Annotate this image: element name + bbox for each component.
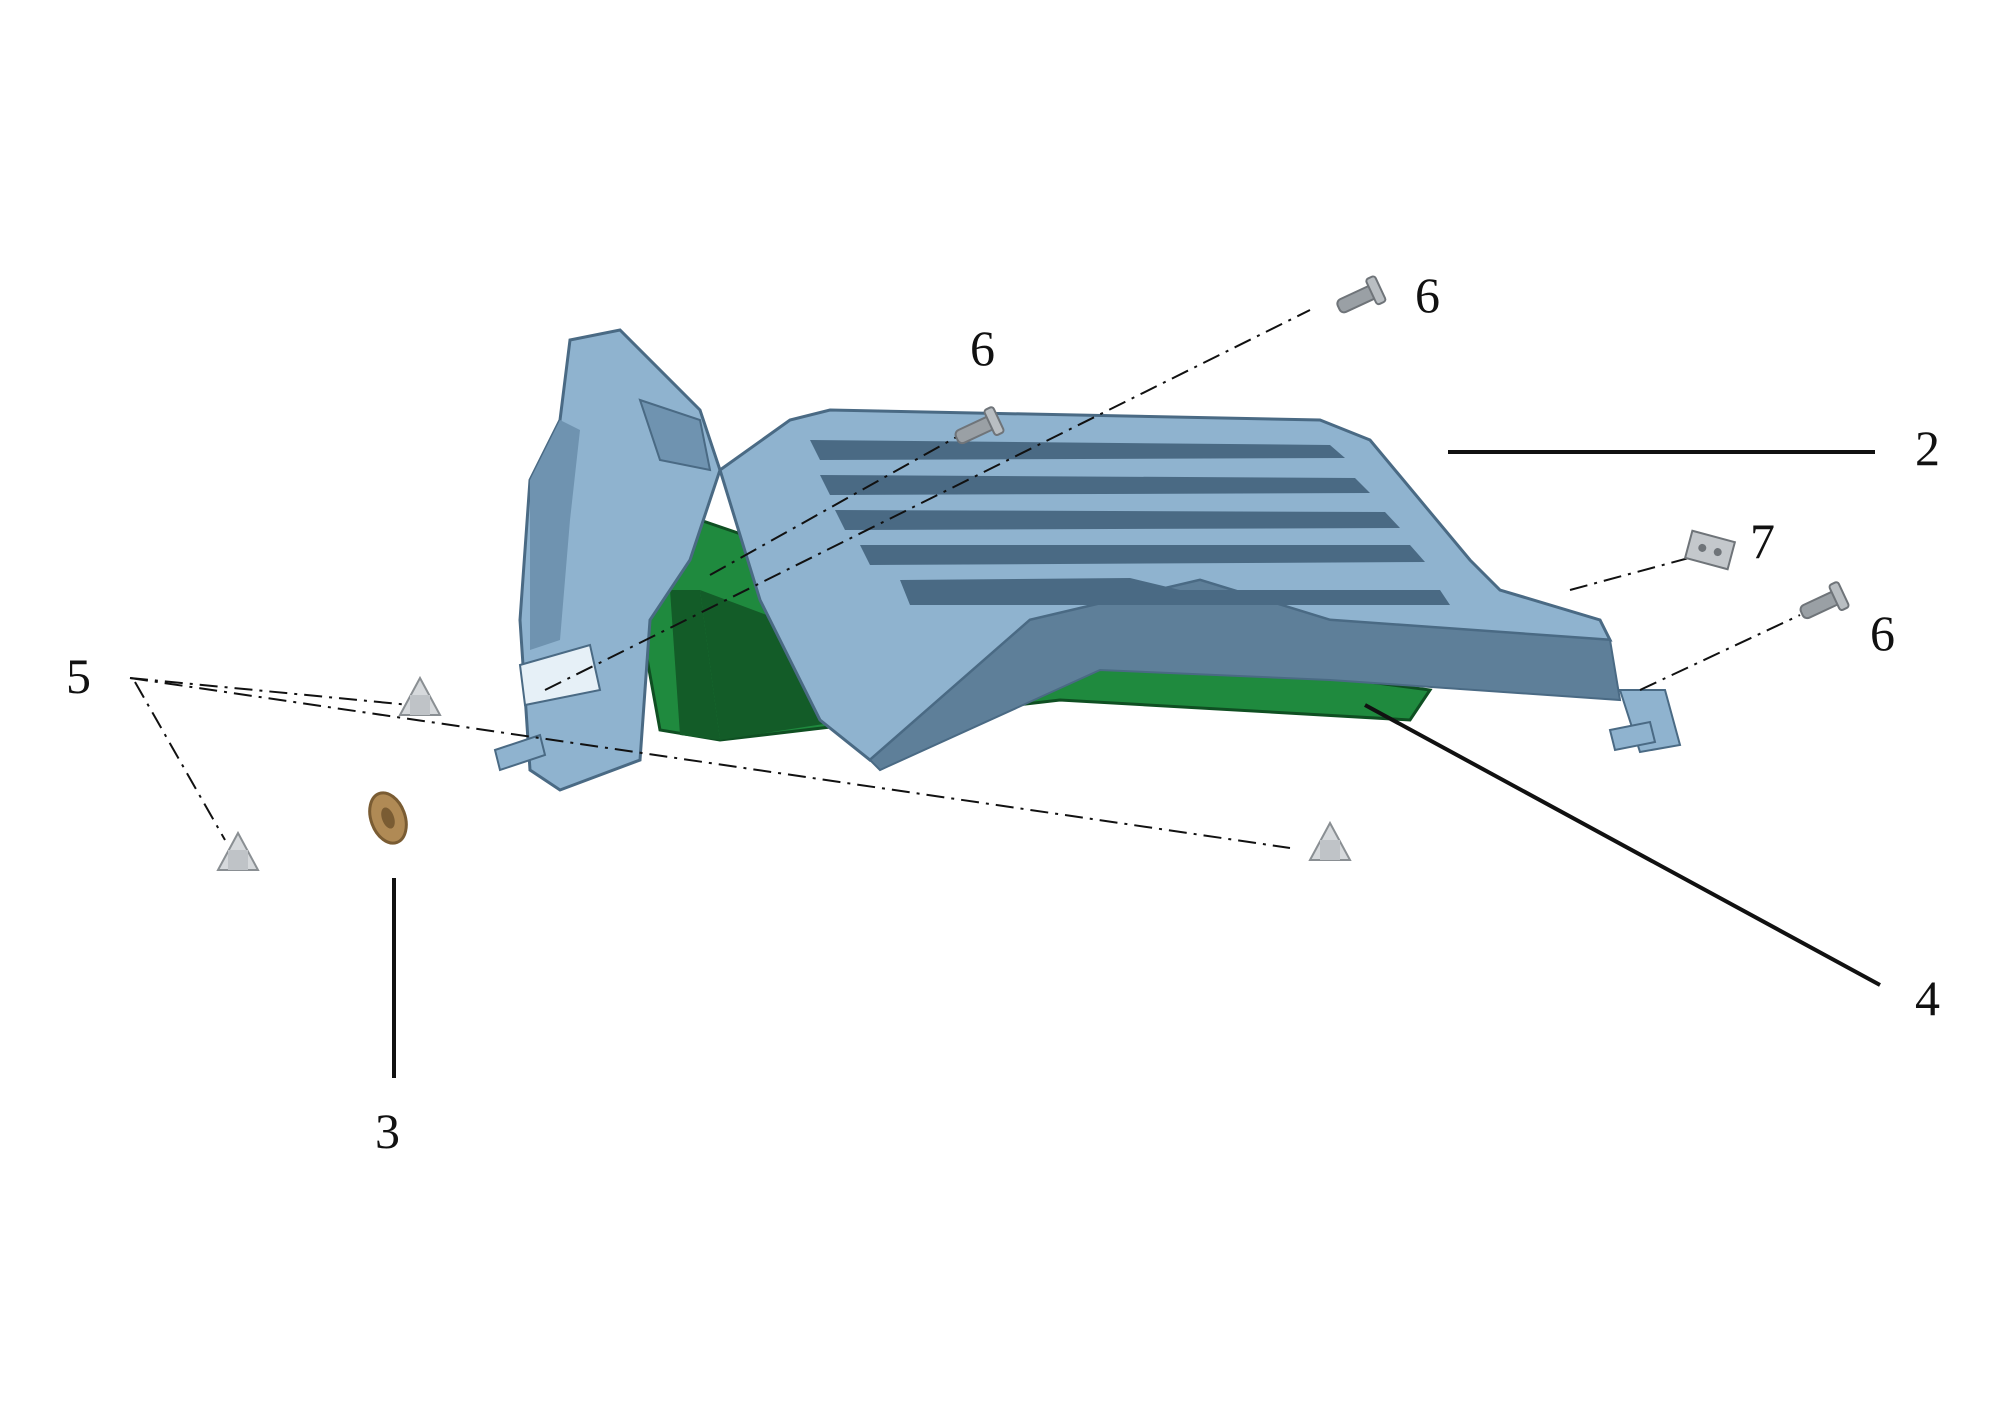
screw-icon (1799, 581, 1850, 620)
bracket-icon (1683, 529, 1737, 571)
leader-lines (392, 450, 1881, 1078)
callout-7: 7 (1750, 513, 1775, 569)
leader-line-4 (1364, 703, 1881, 987)
callout-2: 2 (1915, 420, 1940, 476)
callout-4: 4 (1915, 970, 1940, 1026)
explode-line-5-a (129, 677, 411, 706)
explode-line-5-c (134, 681, 226, 841)
callout-6-mid: 6 (970, 320, 995, 376)
explode-line-5-b (129, 677, 1291, 849)
clip-icon (216, 830, 260, 871)
washer-icon (368, 791, 408, 845)
callout-6-top: 6 (1415, 267, 1440, 323)
explode-lines (129, 309, 1801, 849)
callout-3: 3 (375, 1103, 400, 1159)
explode-line-7 (1569, 554, 1701, 591)
tray-icon (493, 328, 1682, 792)
clip-icon (398, 675, 442, 716)
explode-line-6-right (1639, 614, 1801, 691)
explode-line-6-top (544, 309, 1311, 691)
callout-5: 5 (66, 648, 91, 704)
callout-6-right: 6 (1870, 605, 1895, 661)
explode-line-6-mid (709, 434, 961, 576)
screw-icon (954, 406, 1005, 445)
clip-icon (1308, 820, 1352, 861)
screw-icon (1336, 275, 1387, 314)
